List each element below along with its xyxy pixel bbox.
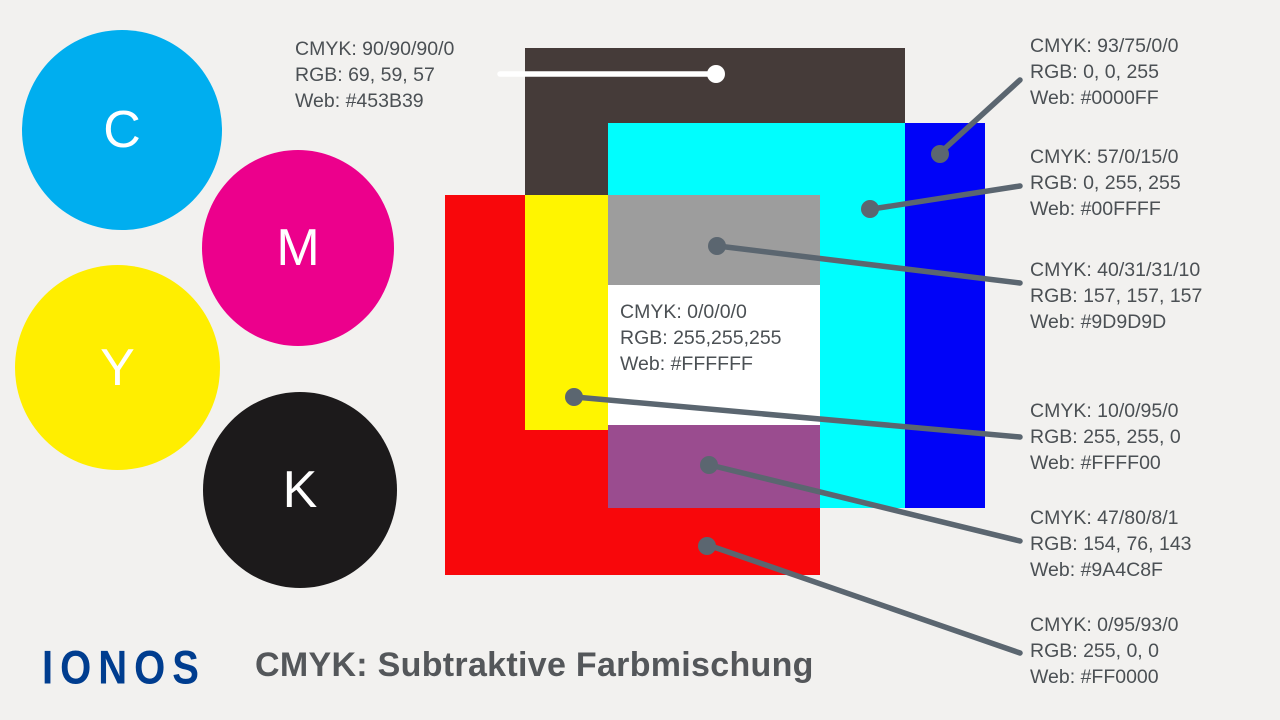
annotation-blue-web: Web: #0000FF bbox=[1030, 87, 1159, 109]
annotation-purple-rgb: RGB: 154, 76, 143 bbox=[1030, 533, 1192, 555]
yellow-circle: Y bbox=[15, 265, 220, 470]
annotation-yellow-web: Web: #FFFF00 bbox=[1030, 452, 1161, 474]
annotation-dark-cmyk: CMYK: 90/90/90/0 bbox=[295, 38, 455, 60]
cyan-circle: C bbox=[22, 30, 222, 230]
cyan-circle-label: C bbox=[103, 101, 141, 159]
annotation-cyan-cmyk: CMYK: 57/0/15/0 bbox=[1030, 146, 1179, 168]
swatch-gray-rect bbox=[608, 195, 820, 285]
annotation-blue-rgb: RGB: 0, 0, 255 bbox=[1030, 61, 1159, 83]
annotation-yellow-cmyk: CMYK: 10/0/95/0 bbox=[1030, 400, 1179, 422]
annotation-gray: CMYK: 40/31/31/10 RGB: 157, 157, 157 Web… bbox=[1030, 257, 1202, 335]
annotation-gray-cmyk: CMYK: 40/31/31/10 bbox=[1030, 259, 1201, 281]
annotation-blue: CMYK: 93/75/0/0 RGB: 0, 0, 255 Web: #000… bbox=[1030, 33, 1179, 111]
swatch-yellow-rect bbox=[525, 195, 608, 430]
annotation-cyan-web: Web: #00FFFF bbox=[1030, 198, 1161, 220]
annotation-red-rgb: RGB: 255, 0, 0 bbox=[1030, 640, 1159, 662]
yellow-circle-label: Y bbox=[100, 338, 135, 397]
magenta-circle-label: M bbox=[276, 219, 320, 277]
annotation-gray-web: Web: #9D9D9D bbox=[1030, 311, 1167, 333]
annotation-dark: CMYK: 90/90/90/0 RGB: 69, 59, 57 Web: #4… bbox=[295, 36, 454, 114]
annotation-cyan: CMYK: 57/0/15/0 RGB: 0, 255, 255 Web: #0… bbox=[1030, 144, 1181, 222]
magenta-circle: M bbox=[202, 150, 394, 346]
annotation-red-web: Web: #FF0000 bbox=[1030, 666, 1159, 688]
black-circle: K bbox=[203, 392, 397, 588]
annotation-purple: CMYK: 47/80/8/1 RGB: 154, 76, 143 Web: #… bbox=[1030, 505, 1192, 583]
annotation-blue-cmyk: CMYK: 93/75/0/0 bbox=[1030, 35, 1179, 57]
swatch-blue-rect bbox=[905, 123, 985, 508]
annotation-cyan-rgb: RGB: 0, 255, 255 bbox=[1030, 172, 1181, 194]
annotation-gray-rgb: RGB: 157, 157, 157 bbox=[1030, 285, 1203, 307]
black-circle-label: K bbox=[282, 461, 318, 519]
annotation-purple-web: Web: #9A4C8F bbox=[1030, 559, 1163, 581]
annotation-white-cmyk: CMYK: 0/0/0/0 bbox=[620, 301, 747, 323]
annotation-dark-web: Web: #453B39 bbox=[295, 90, 424, 112]
annotation-red-cmyk: CMYK: 0/95/93/0 bbox=[1030, 614, 1179, 636]
annotation-yellow-rgb: RGB: 255, 255, 0 bbox=[1030, 426, 1181, 448]
ionos-logo: IONOS bbox=[42, 642, 206, 694]
swatch-purple-rect bbox=[608, 425, 820, 508]
annotation-purple-cmyk: CMYK: 47/80/8/1 bbox=[1030, 507, 1179, 529]
annotation-yellow: CMYK: 10/0/95/0 RGB: 255, 255, 0 Web: #F… bbox=[1030, 398, 1181, 476]
page-title: CMYK: Subtraktive Farbmischung bbox=[255, 646, 814, 684]
annotation-white: CMYK: 0/0/0/0 RGB: 255,255,255 Web: #FFF… bbox=[620, 299, 782, 377]
annotation-red: CMYK: 0/95/93/0 RGB: 255, 0, 0 Web: #FF0… bbox=[1030, 612, 1179, 690]
annotation-white-web: Web: #FFFFFF bbox=[620, 353, 753, 375]
annotation-white-rgb: RGB: 255,255,255 bbox=[620, 327, 782, 349]
annotation-dark-rgb: RGB: 69, 59, 57 bbox=[295, 64, 435, 86]
